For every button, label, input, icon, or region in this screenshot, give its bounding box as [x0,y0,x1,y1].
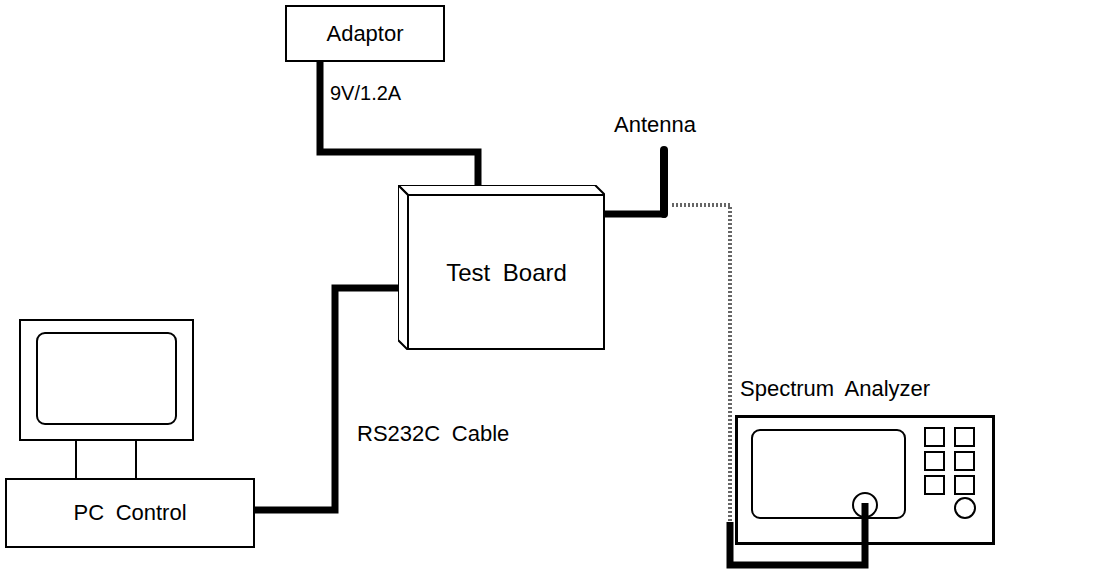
antenna-rod [660,150,668,214]
test-board: Test Board [398,185,605,350]
cable-segment [320,62,478,185]
monitor-frame [20,320,193,440]
node-label: Test Board [446,259,567,287]
cable-label: 9V/1.2A [330,82,401,105]
cable-segment [605,211,666,218]
node-heading: Spectrum Analyzer [740,376,930,401]
analyzer-knob [955,498,975,518]
monitor-stand [135,440,137,478]
cable-label: RS232C Cable [357,421,509,446]
dotted-cable [672,205,730,522]
cable [255,288,398,510]
analyzer-screen [752,430,905,518]
adaptor-box: Adaptor [285,5,445,62]
spectrum-analyzer: Spectrum Analyzer [735,415,995,545]
node-label: Adaptor [326,21,403,46]
antenna-label: Antenna [614,112,696,137]
cable [320,62,478,185]
analyzer-buttons [925,428,974,494]
pc-control-box: PC Control [5,478,255,548]
cable-end [862,503,869,545]
cable-segment [255,288,398,510]
monitor-screen [37,333,176,424]
monitor-stand [75,440,77,478]
node-label: PC Control [73,500,186,525]
